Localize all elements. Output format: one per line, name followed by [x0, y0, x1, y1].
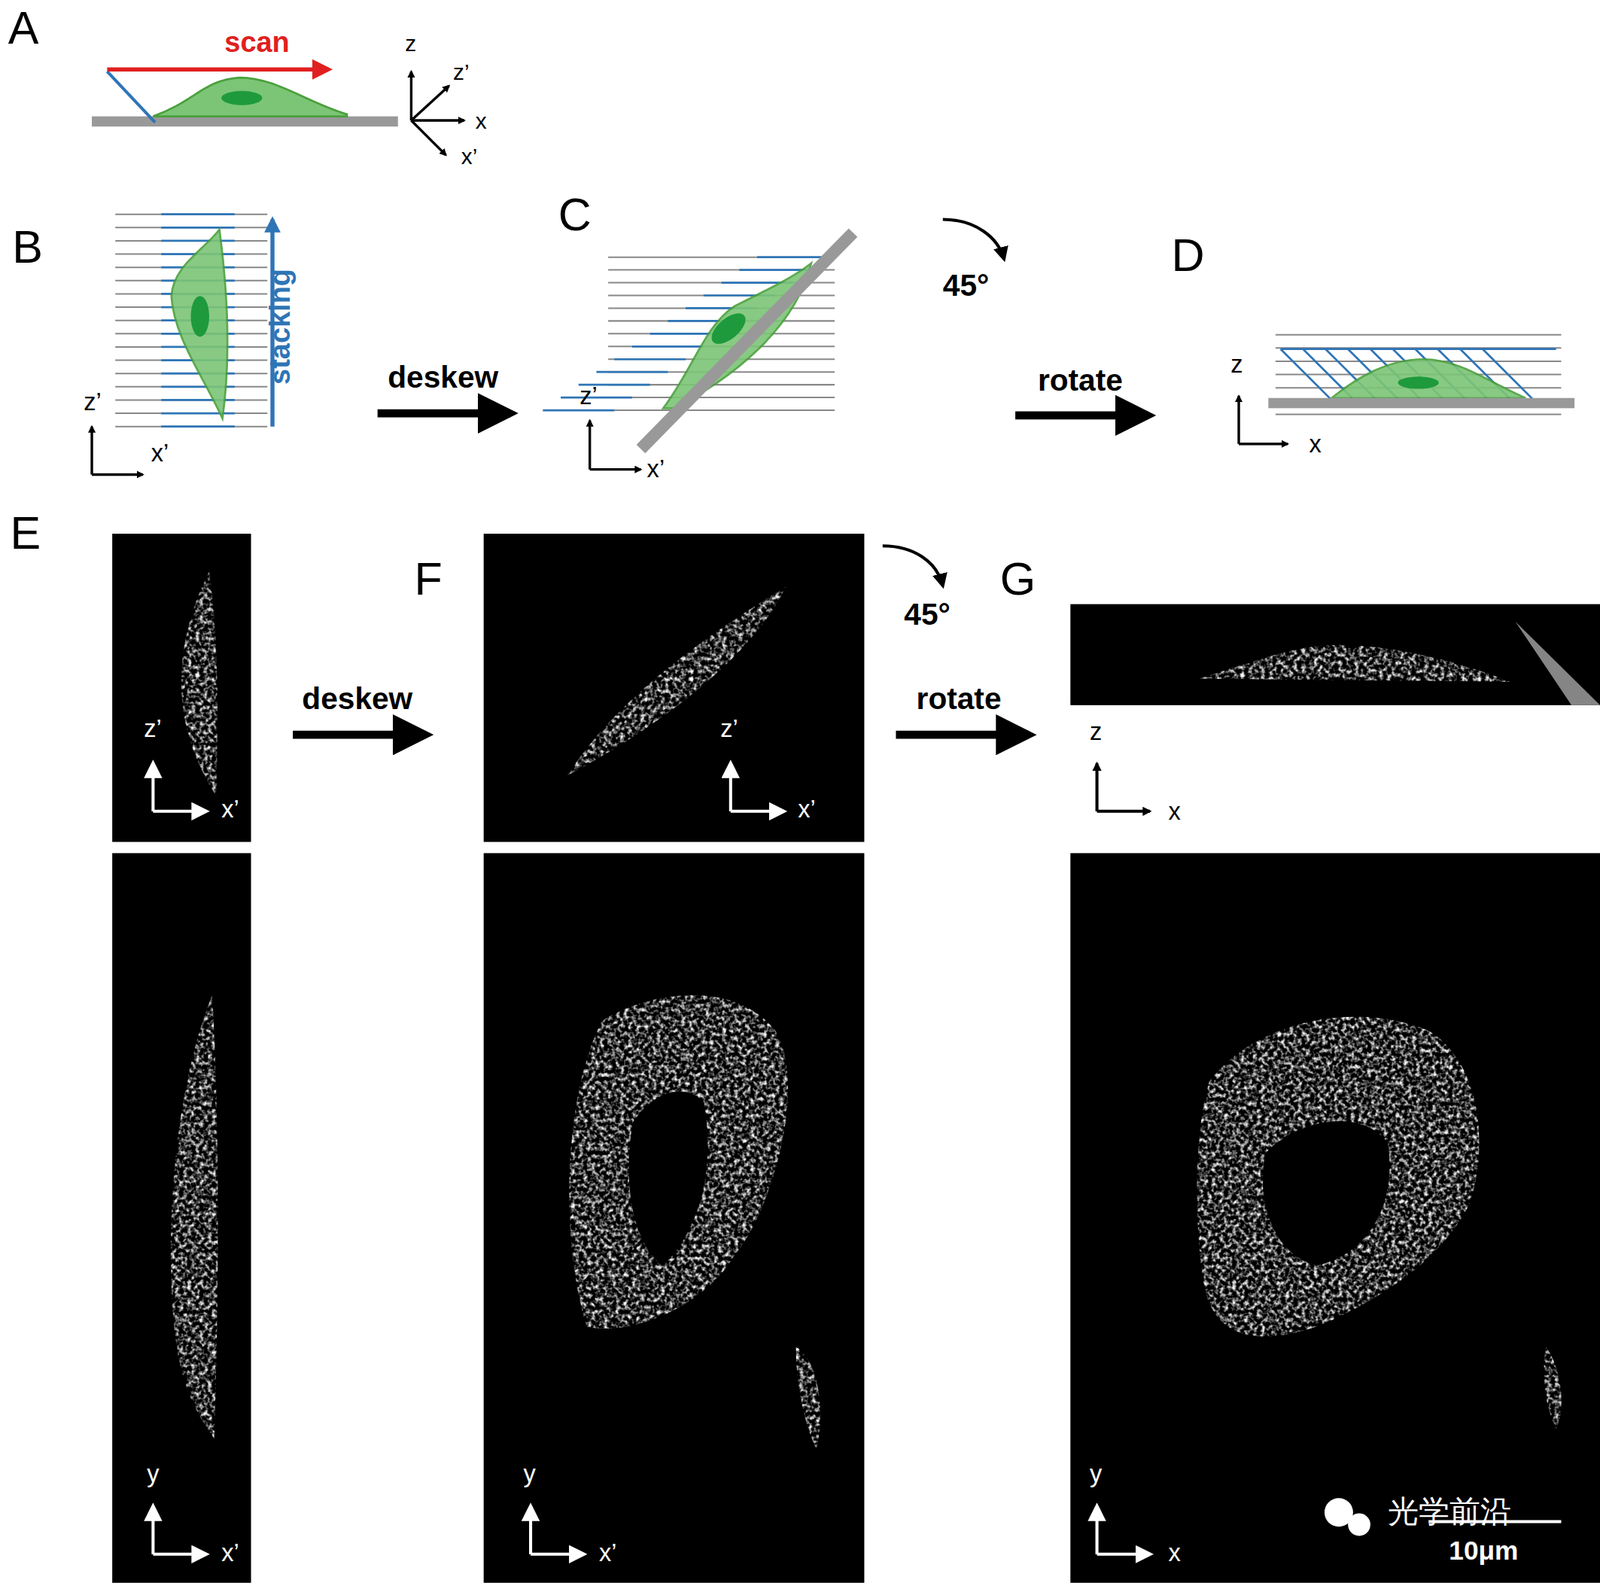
axis-label: y — [523, 1461, 536, 1487]
axis-label: z’ — [720, 716, 739, 742]
axis-label: x’ — [151, 441, 170, 466]
axis-label: z’ — [453, 60, 470, 84]
stacking-label: stacking — [266, 268, 296, 385]
axis-label: x’ — [221, 1540, 240, 1566]
axis-label: z’ — [579, 383, 598, 409]
panel-letter: F — [413, 556, 442, 603]
axis-label: x — [1168, 1540, 1181, 1566]
axis-label: y — [1089, 1461, 1102, 1487]
axis-label: z — [1089, 719, 1102, 745]
axis-label: y — [146, 1461, 159, 1487]
axis-label: x’ — [221, 796, 240, 822]
axis-label: x — [1309, 431, 1322, 457]
scan-label: scan — [224, 28, 290, 58]
panel-letter: G — [1000, 556, 1036, 603]
step-label: rotate — [916, 683, 1002, 715]
panel-letter: D — [1171, 232, 1205, 279]
panel-letter: E — [10, 510, 42, 557]
axis-label: x’ — [461, 145, 478, 168]
axis-label: z — [1230, 352, 1243, 378]
axis-label: x’ — [599, 1540, 618, 1566]
axis-label: x’ — [647, 456, 666, 482]
step-label: rotate — [1037, 365, 1123, 396]
angle-label: 45° — [903, 599, 950, 630]
panel-letter: B — [12, 224, 43, 271]
axis-label: x — [1168, 799, 1181, 825]
axis-label: x’ — [797, 796, 816, 822]
axis-label: z’ — [143, 716, 162, 742]
axis-label: x — [475, 109, 487, 133]
step-label: deskew — [301, 683, 413, 715]
axis-label: z — [404, 32, 417, 55]
panel-letter: A — [8, 5, 40, 52]
angle-label: 45° — [942, 270, 989, 302]
scale-bar-label: 10μm — [1448, 1536, 1518, 1564]
watermark: 光学前沿 — [1387, 1496, 1512, 1527]
axis-label: z’ — [83, 389, 102, 415]
panel-letter: C — [558, 191, 592, 238]
step-label: deskew — [387, 361, 499, 393]
